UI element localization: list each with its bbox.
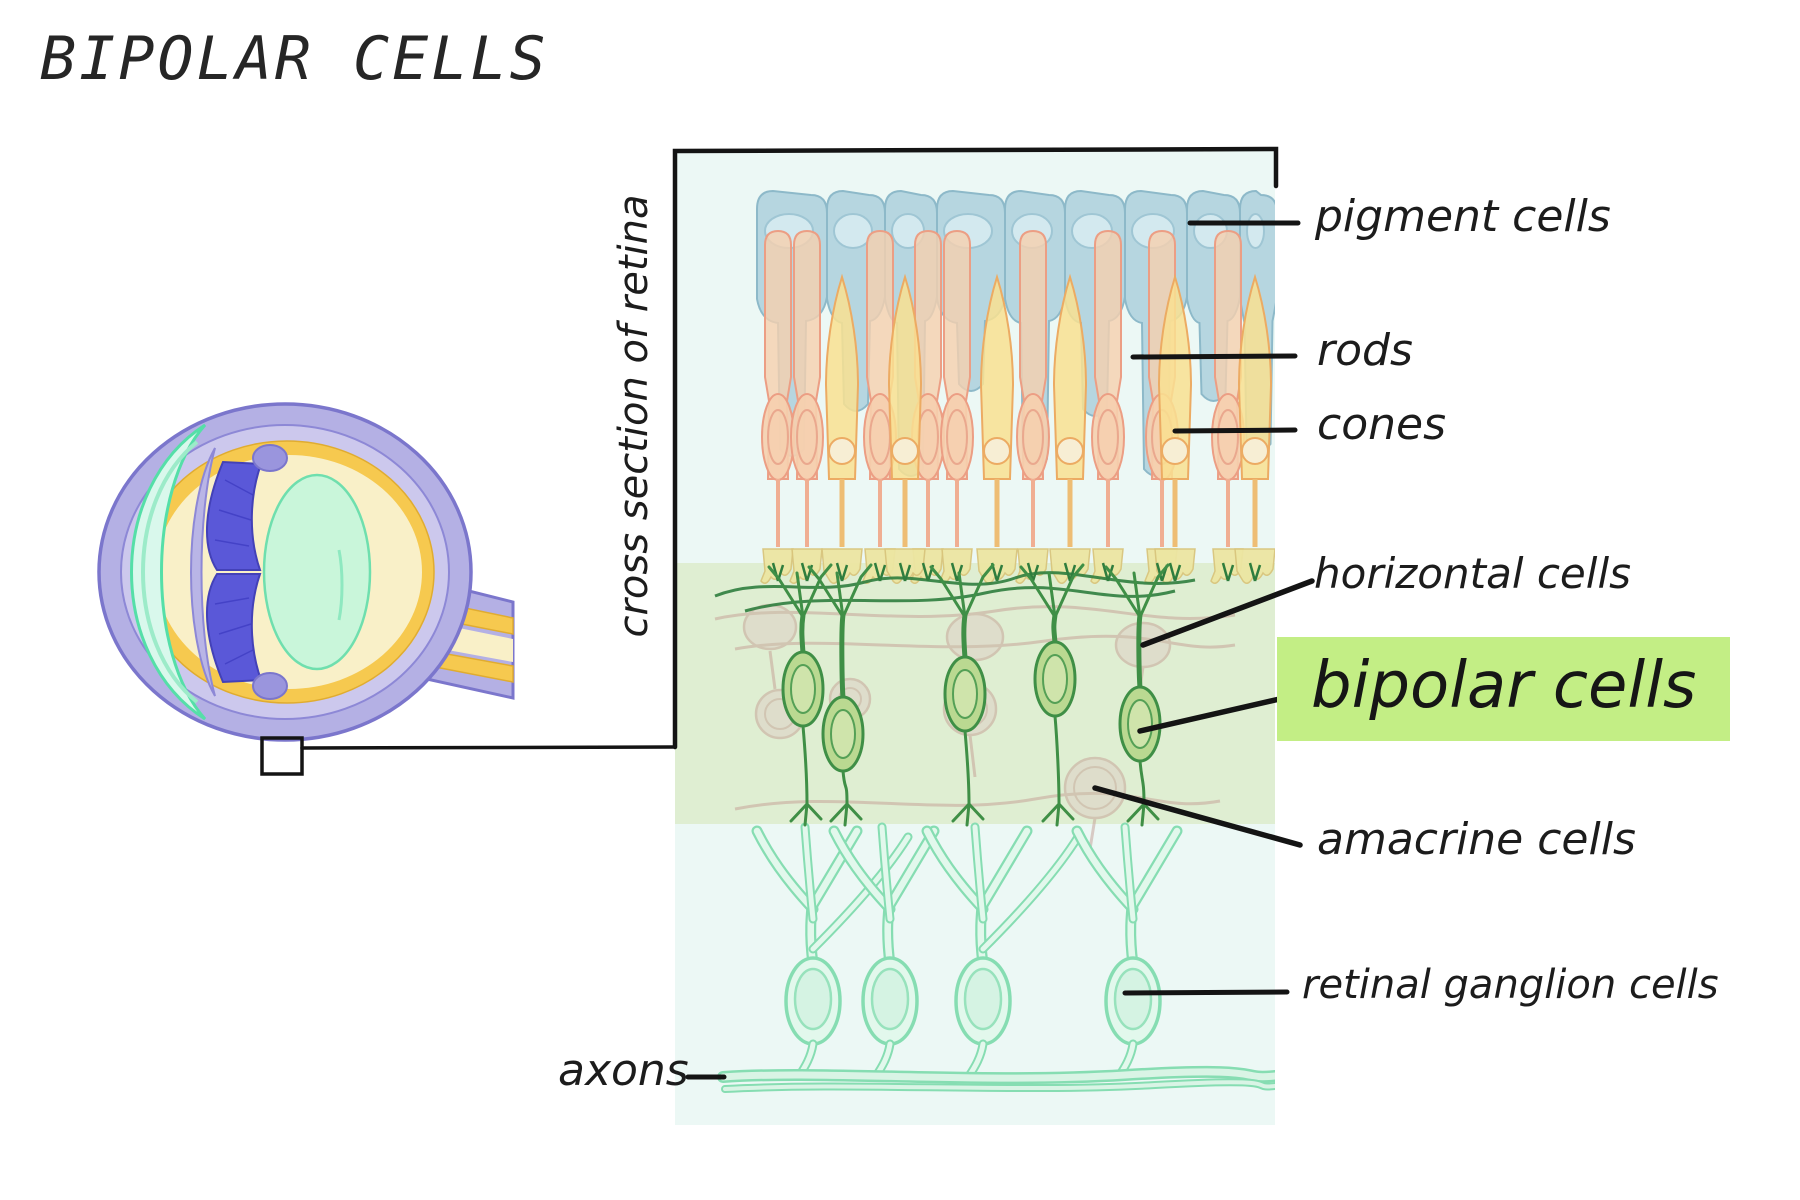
ciliary-body-lower xyxy=(252,672,288,700)
eye-cross-section-illustration xyxy=(97,402,515,742)
horizontal-cells-label: horizontal cells xyxy=(1314,549,1631,598)
lens xyxy=(262,473,372,671)
iris-striations xyxy=(214,479,254,665)
bipolar-cells-highlight-box: bipolar cells xyxy=(1277,637,1731,741)
axons-label: axons xyxy=(558,1045,689,1096)
cornea xyxy=(130,423,207,721)
cornea-inner-line xyxy=(141,440,199,704)
amacrine-cells-label: amacrine cells xyxy=(1317,814,1636,865)
lens-highlight xyxy=(337,549,344,621)
retinal-ganglion-cells-label: retinal ganglion cells xyxy=(1302,962,1719,1008)
retina-cross-section-panel xyxy=(675,149,1275,1125)
cross-section-of-retina-label: cross section of retina xyxy=(611,194,657,638)
iris-lower xyxy=(206,573,263,684)
axon-bundle-layer xyxy=(717,1065,1275,1093)
pigment-cells-label: pigment cells xyxy=(1315,191,1611,242)
bipolar-cells-label: bipolar cells xyxy=(1311,649,1697,723)
iris-upper xyxy=(206,460,263,571)
rods-label: rods xyxy=(1317,325,1413,376)
ciliary-body-upper xyxy=(252,444,288,472)
page-title: BIPOLAR CELLS xyxy=(40,24,549,94)
cones-label: cones xyxy=(1317,399,1446,450)
ciliary-band xyxy=(190,447,216,697)
